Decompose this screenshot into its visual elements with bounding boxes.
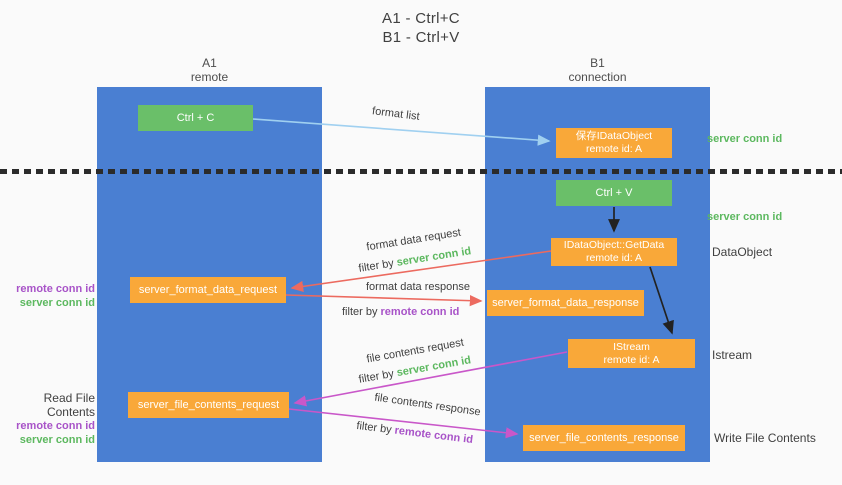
node-server-file-contents-response: server_file_contents_response <box>523 425 685 451</box>
column-b1-header: B1 connection <box>485 56 710 84</box>
node-ctrl-v: Ctrl + V <box>556 180 672 206</box>
server-file-contents-request-label: server_file_contents_request <box>137 398 280 411</box>
node-server-format-data-request: server_format_data_request <box>130 277 286 303</box>
node-istream: IStream remote id: A <box>568 339 695 368</box>
dataobject-label: DataObject <box>712 245 773 259</box>
column-a1-name: A1 <box>202 56 217 70</box>
getdata-line1: IDataObject::GetData <box>563 239 665 251</box>
node-server-file-contents-request: server_file_contents_request <box>128 392 289 418</box>
server-format-data-request-label: server_format_data_request <box>138 283 278 296</box>
format-data-request-arrow <box>290 250 552 292</box>
filter-by-remote-conn-id-label-1: filter by remote conn id <box>342 306 459 318</box>
format-conn-id-group: remote conn id server conn id <box>0 282 95 310</box>
title-line-1: A1 - Ctrl+C <box>382 10 460 27</box>
getdata-line2: remote id: A <box>585 252 643 264</box>
format-list-arrow <box>252 118 551 146</box>
server-conn-id-label-format: server conn id <box>19 297 95 309</box>
istream-label: Istream <box>712 348 753 362</box>
filter-by-text-2: filter by <box>342 306 381 318</box>
server-conn-id-label-top: server conn id <box>707 133 783 145</box>
clipboard-boundary-divider <box>0 169 842 174</box>
node-idataobject-getdata: IDataObject::GetData remote id: A <box>551 238 677 266</box>
node-server-format-data-response: server_format_data_response <box>487 290 644 316</box>
save-idataobject-line1: 保存IDataObject <box>575 130 653 142</box>
getdata-istream-arrow <box>649 266 674 335</box>
remote-conn-id-key-1: remote conn id <box>380 306 460 318</box>
server-conn-id-label-mid: server conn id <box>707 211 783 223</box>
title-line-2: B1 - Ctrl+V <box>382 29 460 46</box>
file-contents-response-arrow <box>288 408 519 439</box>
istream-line2: remote id: A <box>603 353 660 366</box>
ctrl-c-label: Ctrl + C <box>176 111 215 124</box>
column-a1-header: A1 remote <box>97 56 322 84</box>
column-b1-name: B1 <box>590 56 605 70</box>
server-file-contents-response-label: server_file_contents_response <box>529 431 679 444</box>
column-a1-subtitle: remote <box>190 70 229 84</box>
write-file-contents-label: Write File Contents <box>714 431 816 445</box>
remote-conn-id-label-format: remote conn id <box>16 283 95 295</box>
node-ctrl-c: Ctrl + C <box>138 105 253 131</box>
ctrl-v-label: Ctrl + V <box>595 186 633 199</box>
remote-conn-id-label-file: remote conn id <box>16 420 95 432</box>
format-data-response-arrow <box>285 294 483 307</box>
node-save-idataobject: 保存IDataObject remote id: A <box>556 128 672 158</box>
server-format-data-response-label: server_format_data_response <box>492 296 639 309</box>
save-idataobject-line2: remote id: A <box>585 143 643 155</box>
diagram-title: A1 - Ctrl+C B1 - Ctrl+V <box>0 9 842 47</box>
format-data-response-label: format data response <box>366 281 470 293</box>
file-contents-request-arrow <box>293 351 568 407</box>
column-b1-subtitle: connection <box>568 70 627 84</box>
istream-line1: IStream <box>613 340 650 353</box>
read-file-contents-label: Read File Contents <box>43 391 95 419</box>
file-conn-id-group: Read File Contents remote conn id server… <box>0 391 95 447</box>
server-conn-id-label-file: server conn id <box>19 434 95 446</box>
